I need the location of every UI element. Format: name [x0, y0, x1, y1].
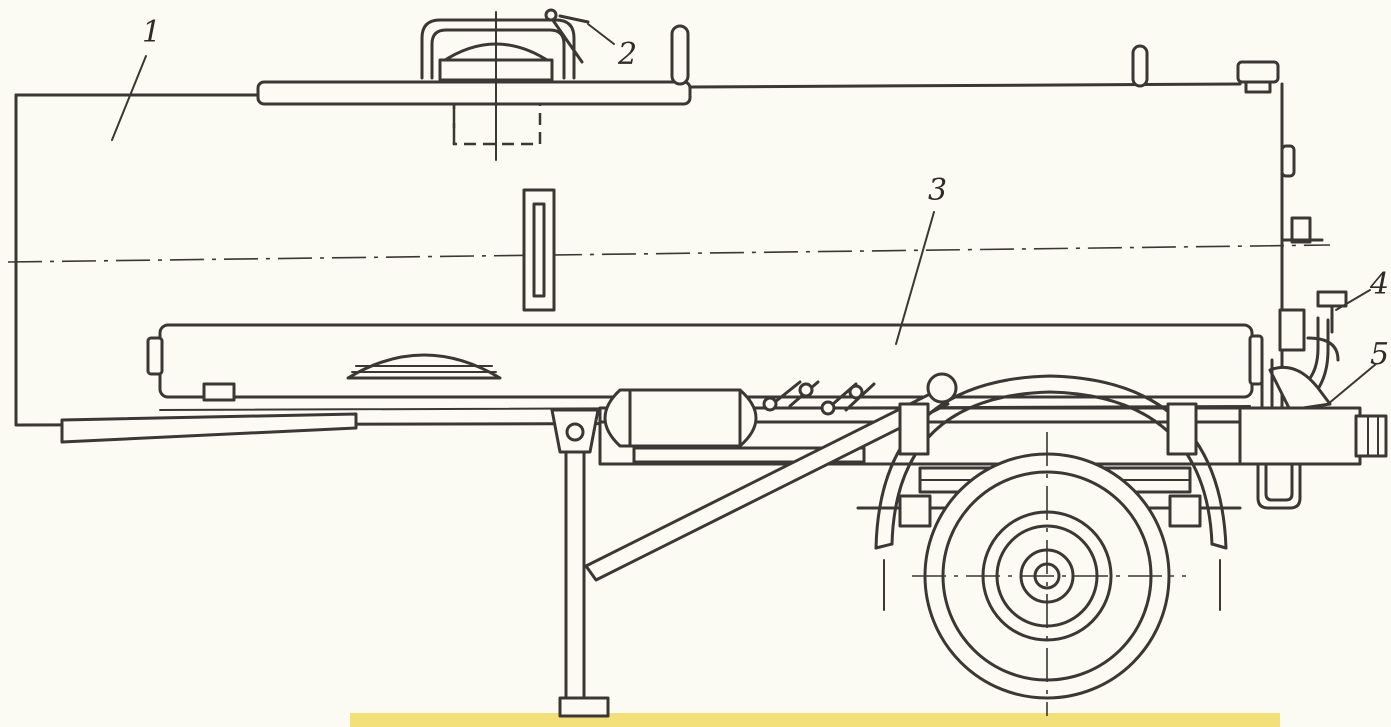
- filler-cap: [1236, 60, 1280, 94]
- callout-5: 5: [1370, 337, 1390, 372]
- valve-assembly: [1260, 290, 1348, 412]
- manhole-hatch: [420, 8, 590, 161]
- callout-1: 1: [142, 15, 162, 50]
- ground-strip: [350, 713, 1280, 727]
- rear-fittings: [1280, 144, 1324, 244]
- front-drawbar: [60, 412, 358, 444]
- support-leg: [550, 372, 958, 718]
- leader-lines: [111, 23, 1377, 405]
- top-rail: [256, 80, 692, 106]
- center-axis: [7, 244, 1331, 263]
- rear-post: [1131, 44, 1149, 88]
- callout-4: 4: [1370, 267, 1390, 302]
- callout-3: 3: [928, 173, 948, 208]
- callout-2: 2: [618, 37, 638, 72]
- level-gauge: [522, 188, 556, 312]
- wheel-assembly: [856, 374, 1242, 716]
- spring-clips: [762, 380, 876, 416]
- rail-post: [670, 24, 690, 86]
- side-pipe: [146, 323, 1264, 402]
